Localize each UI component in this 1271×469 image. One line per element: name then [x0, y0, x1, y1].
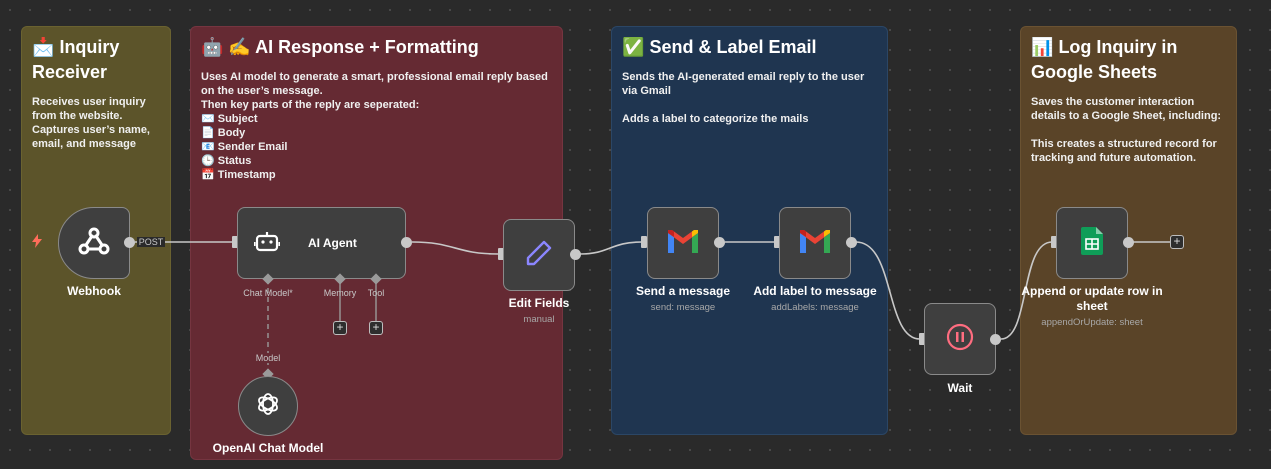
agent-input-handle[interactable]	[232, 236, 238, 248]
edit-fields-title: Edit Fields	[508, 296, 570, 310]
sticky-title: 📩 Inquiry Receiver	[32, 37, 120, 82]
wait-node-box[interactable]	[924, 303, 996, 375]
sticky-note-inquiry-receiver[interactable]: 📩 Inquiry Receiver Receives user inquiry…	[21, 26, 171, 435]
sticky-body: Receives user inquiry from the website. …	[32, 96, 150, 150]
wait-input-handle[interactable]	[919, 333, 925, 345]
connection-wait-sheets	[1000, 241, 1053, 340]
add-label-title: Add label to message	[753, 284, 877, 298]
inbox-tray-emoji: 📩	[32, 37, 55, 57]
sheets-output-handle[interactable]	[1123, 237, 1134, 248]
webhook-output-handle[interactable]	[124, 237, 135, 248]
send-message-node-box[interactable]	[647, 207, 719, 279]
pause-icon	[946, 323, 974, 356]
add-tool-button[interactable]: +	[369, 321, 383, 335]
sheets-node-box[interactable]	[1056, 207, 1128, 279]
lightning-icon	[31, 234, 43, 248]
openai-title: OpenAI Chat Model	[212, 441, 324, 455]
openai-icon	[255, 391, 281, 422]
gmail-icon	[666, 228, 700, 259]
check-mark-emoji: ✅	[622, 37, 645, 57]
webhook-icon	[77, 225, 111, 262]
ai-agent-title: AI Agent	[308, 236, 357, 250]
add-label-input-handle[interactable]	[774, 236, 780, 248]
edit-fields-input-handle[interactable]	[498, 248, 504, 260]
sticky-title: ✅ Send & Label Email	[622, 35, 877, 60]
gmail-icon	[798, 228, 832, 259]
webhook-title: Webhook	[67, 284, 121, 298]
openai-node-box[interactable]	[238, 376, 298, 436]
sticky-body: Sends the AI-generated email reply to th…	[622, 71, 865, 125]
sticky-body: Saves the customer interaction details t…	[1031, 96, 1222, 164]
connection-editfields-send	[579, 241, 643, 255]
sheets-subtitle: appendOrUpdate: sheet	[1041, 317, 1143, 328]
pencil-icon	[524, 238, 554, 273]
connection-agent-editfields	[411, 241, 500, 255]
sticky-title: 📊 Log Inquiry in Google Sheets	[1031, 37, 1178, 82]
sheets-input-handle[interactable]	[1051, 236, 1057, 248]
send-message-subtitle: send: message	[650, 302, 716, 313]
sticky-body: Uses AI model to generate a smart, profe…	[201, 71, 548, 181]
add-label-node-box[interactable]	[779, 207, 851, 279]
sticky-note-log-inquiry[interactable]: 📊 Log Inquiry in Google Sheets Saves the…	[1020, 26, 1237, 435]
webhook-node-box[interactable]	[58, 207, 130, 279]
ai-agent-node-box[interactable]: AI Agent	[237, 207, 406, 279]
send-message-title: Send a message	[635, 284, 731, 298]
connection-addlabel-wait	[855, 241, 921, 340]
model-port-label: Model	[244, 353, 292, 363]
send-message-input-handle[interactable]	[641, 236, 647, 248]
edit-fields-node-box[interactable]	[503, 219, 575, 291]
agent-output-handle[interactable]	[401, 237, 412, 248]
google-sheets-icon	[1081, 226, 1103, 260]
tool-port-label: Tool	[367, 288, 385, 298]
memory-port-label: Memory	[323, 288, 357, 298]
robot-icon	[253, 229, 281, 258]
sticky-title: 🤖 ✍️ AI Response + Formatting	[201, 35, 552, 60]
edit-fields-subtitle: manual	[523, 314, 555, 325]
add-label-output-handle[interactable]	[846, 237, 857, 248]
robot-writing-emoji: 🤖 ✍️	[201, 37, 251, 57]
send-message-output-handle[interactable]	[714, 237, 725, 248]
add-node-button[interactable]: +	[1170, 235, 1184, 249]
wait-title: Wait	[947, 381, 973, 395]
chat-model-port-label: Chat Model*	[243, 288, 293, 298]
wait-output-handle[interactable]	[990, 334, 1001, 345]
sheets-title: Append or update row in sheet	[1021, 284, 1163, 313]
edit-fields-output-handle[interactable]	[570, 249, 581, 260]
add-memory-button[interactable]: +	[333, 321, 347, 335]
bar-chart-emoji: 📊	[1031, 37, 1054, 57]
add-label-subtitle: addLabels: message	[771, 302, 859, 313]
post-output-label: POST	[137, 237, 165, 247]
